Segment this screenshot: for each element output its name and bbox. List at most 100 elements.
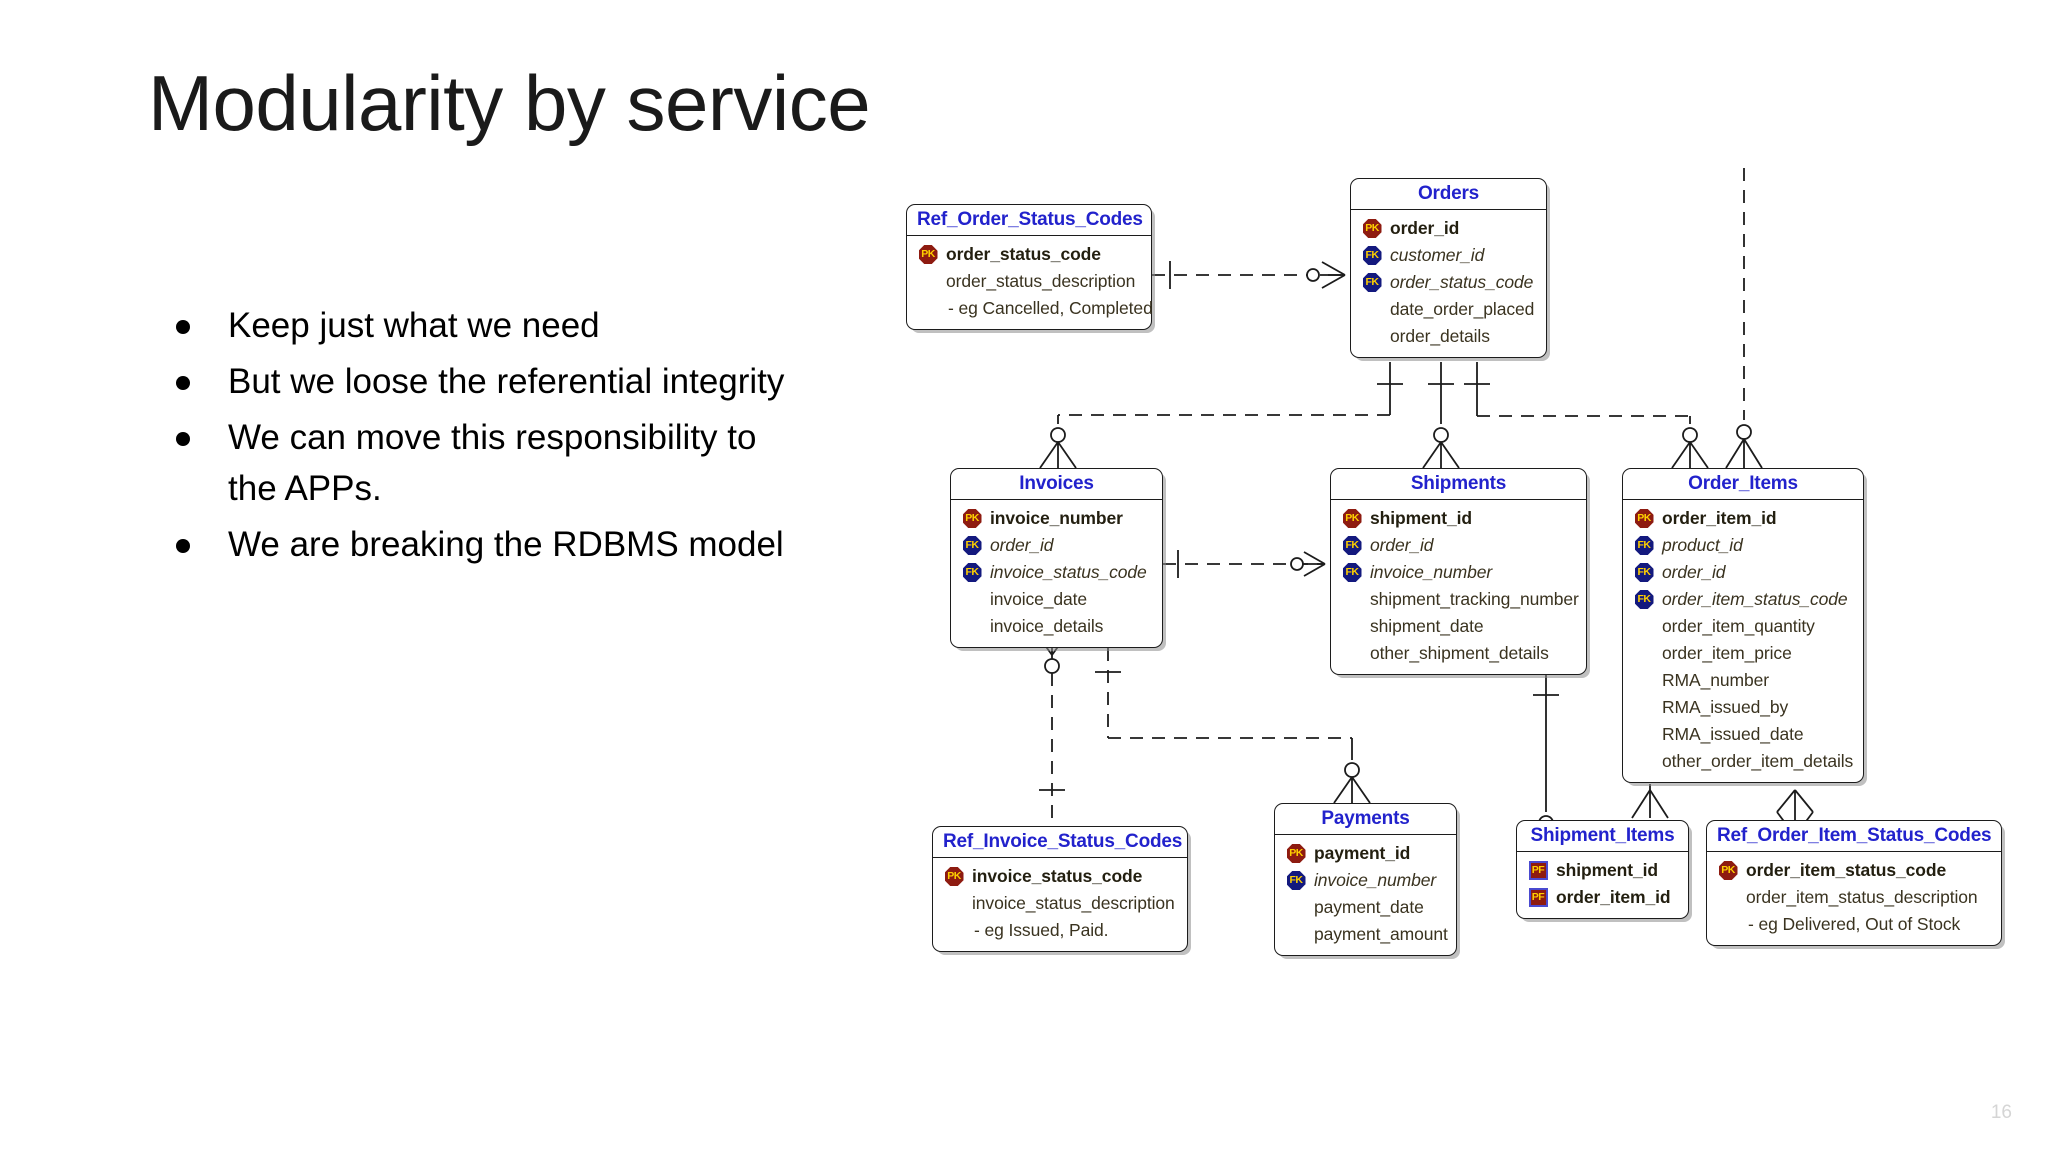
entity-fields: PK shipment_id FK order_id FK invoice_nu… [1331,500,1586,674]
field-row: PF order_item_id [1525,884,1680,911]
entity-title: Orders [1351,179,1546,210]
field-row: RMA_issued_date [1631,721,1855,748]
field-row: FK order_id [1339,532,1578,559]
bullet-dot-icon [176,376,190,390]
bullet-dot-icon [176,539,190,553]
field-row: FK customer_id [1359,242,1538,269]
field-row: FK invoice_number [1339,559,1578,586]
field-name: order_status_code [1390,272,1534,292]
entity-shipment-items[interactable]: Shipment_Items PF shipment_id PF order_i… [1516,820,1689,919]
field-row: date_order_placed [1359,296,1538,323]
field-row: payment_amount [1283,921,1448,948]
entity-title: Order_Items [1623,469,1863,500]
pk-badge-icon: PK [1715,861,1741,880]
entity-fields: PK order_item_id FK product_id FK order_… [1623,500,1863,782]
field-name: product_id [1662,535,1743,555]
field-name: payment_amount [1314,924,1448,944]
entity-order-items[interactable]: Order_Items PK order_item_id FK product_… [1622,468,1864,783]
field-name: order_id [1662,562,1726,582]
pk-badge-icon: PK [1631,509,1657,528]
entity-title: Invoices [951,469,1162,500]
field-row: - eg Delivered, Out of Stock [1715,911,1993,938]
field-name: order_item_quantity [1662,616,1815,636]
entity-fields: PK order_item_status_code order_item_sta… [1707,852,2001,945]
list-item-text: We are breaking the RDBMS model [228,525,784,564]
bullet-dot-icon [176,432,190,446]
field-name: - eg Cancelled, Completed [948,298,1153,318]
fk-badge-icon: FK [1631,563,1657,582]
field-row: RMA_issued_by [1631,694,1855,721]
field-row: shipment_tracking_number [1339,586,1579,613]
field-row: FK order_item_status_code [1631,586,1855,613]
field-name: - eg Delivered, Out of Stock [1748,914,1961,934]
entity-fields: PK order_status_code order_status_descri… [907,236,1153,329]
bullet-list: Keep just what we need But we loose the … [168,300,788,575]
field-name: - eg Issued, Paid. [974,920,1109,940]
field-row: order_item_price [1631,640,1855,667]
list-item: We can move this responsibility to the A… [168,412,788,514]
pf-badge-icon: PF [1525,888,1551,907]
field-row: PK payment_id [1283,840,1448,867]
field-name: invoice_details [990,616,1104,636]
list-item-text: But we loose the referential integrity [228,362,785,401]
entity-payments[interactable]: Payments PK payment_id FK invoice_number… [1274,803,1457,956]
field-row: - eg Cancelled, Completed [915,295,1153,322]
field-name: invoice_status_code [990,562,1147,582]
list-item-text: We can move this responsibility to the A… [228,418,757,508]
fk-badge-icon: FK [1283,871,1309,890]
field-row: PK invoice_status_code [941,863,1179,890]
entity-fields: PK order_id FK customer_id FK order_stat… [1351,210,1546,357]
field-name: invoice_status_code [972,866,1143,886]
field-row: FK order_id [959,532,1154,559]
entity-title: Shipments [1331,469,1586,500]
field-name: order_status_description [946,271,1136,291]
fk-badge-icon: FK [1339,536,1365,555]
pk-badge-icon: PK [1359,219,1385,238]
field-row: FK product_id [1631,532,1855,559]
field-row: order_item_quantity [1631,613,1855,640]
pk-badge-icon: PK [941,867,967,886]
field-row: invoice_date [959,586,1154,613]
fk-badge-icon: FK [1359,246,1385,265]
list-item: We are breaking the RDBMS model [168,519,788,570]
field-name: RMA_issued_by [1662,697,1789,717]
field-row: order_item_status_description [1715,884,1993,911]
field-name: invoice_number [990,508,1123,528]
field-row: PK shipment_id [1339,505,1578,532]
field-name: order_id [990,535,1054,555]
field-name: customer_id [1390,245,1485,265]
entity-ref-order-item-status-codes[interactable]: Ref_Order_Item_Status_Codes PK order_ite… [1706,820,2002,946]
list-item-text: Keep just what we need [228,306,600,345]
list-item: Keep just what we need [168,300,788,351]
field-name: invoice_date [990,589,1088,609]
field-name: invoice_number [1314,870,1437,890]
fk-badge-icon: FK [959,536,985,555]
field-name: RMA_number [1662,670,1769,690]
bullet-dot-icon [176,320,190,334]
field-name: order_id [1390,218,1460,238]
page-number: 16 [1990,1102,2012,1123]
entity-title: Shipment_Items [1517,821,1688,852]
field-name: date_order_placed [1390,299,1535,319]
fk-badge-icon: FK [1339,563,1365,582]
entity-shipments[interactable]: Shipments PK shipment_id FK order_id FK … [1330,468,1587,675]
entity-fields: PK payment_id FK invoice_number payment_… [1275,835,1456,955]
field-name: order_item_status_description [1746,887,1978,907]
entity-ref-order-status-codes[interactable]: Ref_Order_Status_Codes PK order_status_c… [906,204,1153,330]
field-name: RMA_issued_date [1662,724,1804,744]
entity-orders[interactable]: Orders PK order_id FK customer_id FK ord… [1350,178,1547,358]
field-name: shipment_tracking_number [1370,589,1579,609]
entity-ref-invoice-status-codes[interactable]: Ref_Invoice_Status_Codes PK invoice_stat… [932,826,1188,952]
field-row: PK order_status_code [915,241,1143,268]
field-row: RMA_number [1631,667,1855,694]
field-row: payment_date [1283,894,1448,921]
fk-badge-icon: FK [959,563,985,582]
field-row: - eg Issued, Paid. [941,917,1179,944]
field-name: invoice_number [1370,562,1493,582]
entity-invoices[interactable]: Invoices PK invoice_number FK order_id F… [950,468,1163,648]
field-name: order_item_price [1662,643,1792,663]
field-row: other_order_item_details [1631,748,1855,775]
field-name: shipment_id [1370,508,1472,528]
